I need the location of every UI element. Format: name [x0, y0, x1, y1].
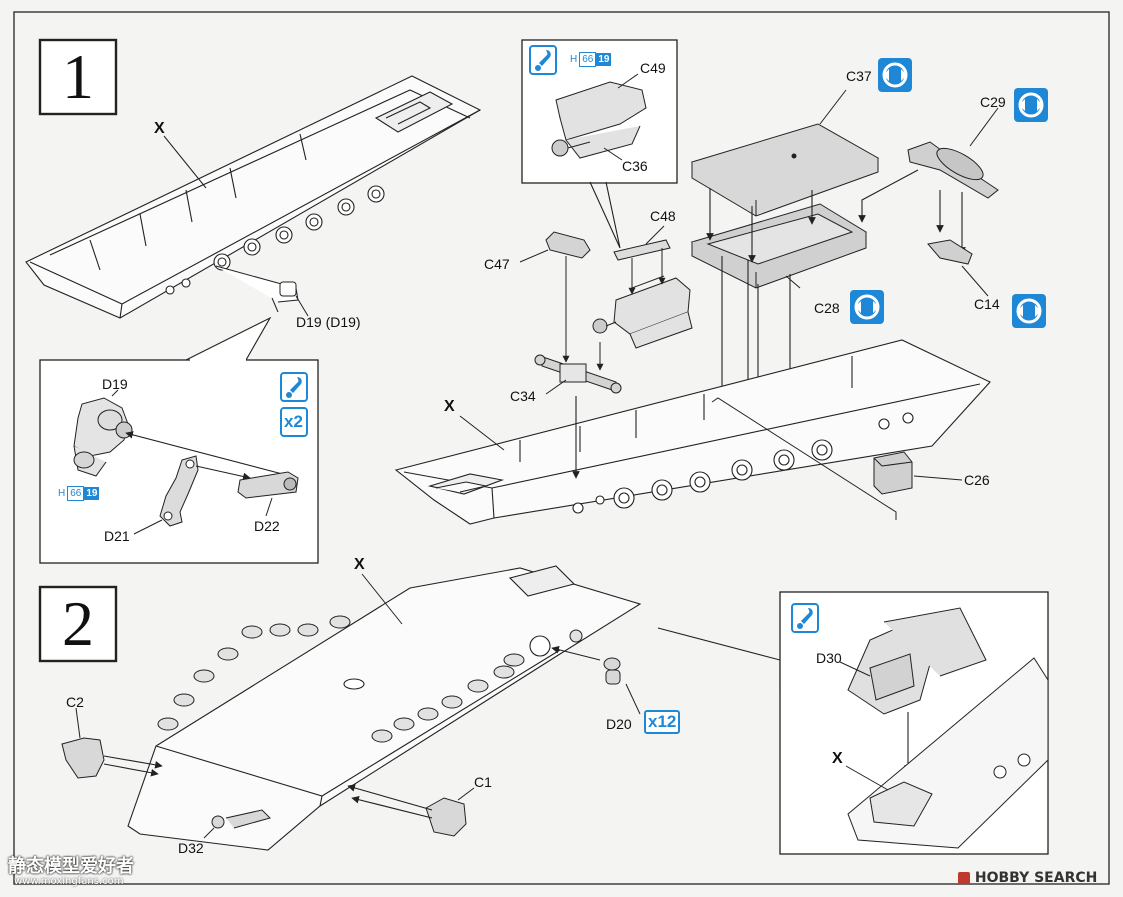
part-c29 — [907, 141, 999, 199]
label-c37: C37 — [846, 68, 872, 84]
flip-icon-c29 — [1012, 86, 1050, 124]
hull-x-bottom — [127, 565, 642, 851]
part-d32 — [211, 809, 271, 829]
part-c1 — [425, 797, 467, 837]
step-2-box — [38, 585, 118, 663]
hull-x-main-wheels — [572, 412, 914, 514]
multiplier-d20: x12 — [644, 710, 681, 734]
label-c36: C36 — [622, 158, 648, 174]
paint-icon — [280, 372, 308, 402]
hull-x-left-wheels — [165, 185, 385, 295]
d22-part — [237, 471, 299, 499]
label-d20: D20 — [606, 716, 632, 732]
engine-assembly — [592, 275, 693, 349]
label-x-hull-bottom: X — [354, 556, 365, 573]
hull-x-main — [394, 339, 991, 525]
step-number-1: 1 — [62, 41, 94, 112]
paint-prefix: H — [58, 488, 66, 499]
part-d20 — [603, 657, 621, 685]
part-d30 — [847, 607, 987, 715]
flip-icon-c14 — [1010, 292, 1048, 330]
label-c28: C28 — [814, 300, 840, 316]
flip-icon-c37 — [876, 56, 914, 94]
part-c37 — [690, 123, 880, 217]
brand-text: HOBBY SEARCH — [974, 870, 1098, 886]
label-x-hull-left: X — [154, 120, 165, 137]
part-d19-on-hull — [215, 265, 299, 313]
multiplier-d19-detail: x2 — [284, 412, 303, 431]
arrow-d21 — [195, 465, 251, 481]
torsion-bars — [157, 615, 583, 743]
label-c2: C2 — [66, 694, 84, 710]
watermark-brand: HOBBY SEARCH — [958, 870, 1097, 886]
part-c47 — [545, 231, 591, 259]
label-c29: C29 — [980, 94, 1006, 110]
label-c34: C34 — [510, 388, 536, 404]
label-c14: C14 — [974, 296, 1000, 312]
label-c47: C47 — [484, 256, 510, 272]
part-c14 — [927, 239, 973, 265]
multiplier-badge — [280, 407, 308, 437]
hobby-search-logo-icon — [958, 872, 970, 884]
page-frame — [13, 11, 1110, 885]
part-c26 — [873, 451, 913, 495]
paint-number: 19 — [84, 487, 100, 500]
d21-part — [159, 455, 199, 527]
hull-x-left — [25, 75, 482, 319]
label-d21: D21 — [104, 528, 130, 544]
paint-code: 66 — [67, 486, 85, 501]
leader-x1 — [163, 135, 207, 189]
callout-pointer-1 — [185, 316, 272, 361]
label-d19-d19: D19 (D19) — [296, 314, 361, 330]
label-d30: D30 — [816, 650, 842, 666]
arrow-d22-d19 — [125, 431, 291, 477]
part-c28 — [690, 203, 868, 289]
label-x-hull-detail: X — [832, 750, 843, 767]
flip-icon-c28 — [848, 288, 886, 326]
paint-number: 19 — [596, 53, 612, 66]
part-c2 — [61, 737, 105, 779]
label-c49: C49 — [640, 60, 666, 76]
part-c48 — [613, 239, 671, 261]
label-c1: C1 — [474, 774, 492, 790]
step-1-box — [38, 38, 118, 116]
hull-x-detail — [847, 657, 1049, 849]
label-x-hull-main: X — [444, 398, 455, 415]
watermark-title: 静态模型爱好者 — [8, 856, 134, 877]
part-c34 — [534, 354, 622, 394]
paint-prefix: H — [570, 54, 578, 65]
label-c48: C48 — [650, 208, 676, 224]
label-d22: D22 — [254, 518, 280, 534]
d19-detail-part — [73, 397, 133, 477]
engine-c49-c36 — [551, 81, 647, 159]
label-c26: C26 — [964, 472, 990, 488]
label-d19: D19 — [102, 376, 128, 392]
paint-code: 66 — [579, 52, 597, 67]
watermark-url: www.moxingfans.com — [14, 876, 124, 887]
step-number-2: 2 — [62, 588, 94, 659]
label-d32: D32 — [178, 840, 204, 856]
